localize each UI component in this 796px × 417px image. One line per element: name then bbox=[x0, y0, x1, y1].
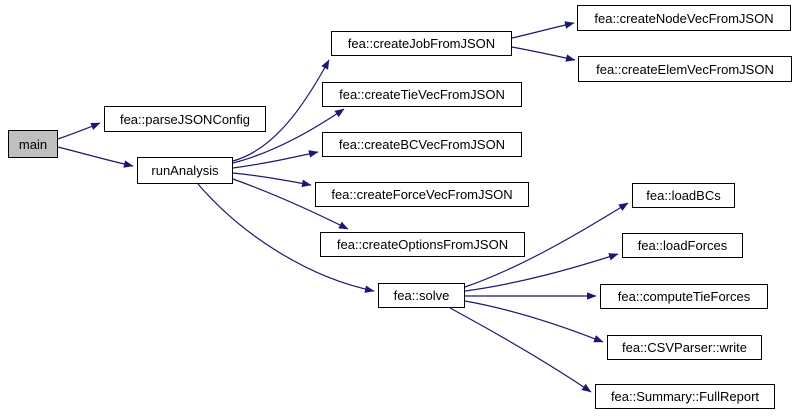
node-loadForces[interactable]: fea::loadForces bbox=[622, 233, 743, 258]
edge-runAnalysis-to-solve bbox=[197, 183, 375, 293]
node-main[interactable]: main bbox=[8, 130, 58, 158]
node-solve[interactable]: fea::solve bbox=[378, 283, 465, 308]
edge-main-to-runAnalysis bbox=[57, 146, 134, 168]
node-createElemVecFromJSON[interactable]: fea::createElemVecFromJSON bbox=[578, 56, 792, 82]
edge-solve-to-loadForces bbox=[464, 253, 619, 292]
edge-runAnalysis-to-createJobFromJSON bbox=[232, 59, 330, 162]
node-CSVParserWrite[interactable]: fea::CSVParser::write bbox=[607, 335, 762, 360]
node-SummaryFullReport[interactable]: fea::Summary::FullReport bbox=[595, 384, 775, 409]
node-createJobFromJSON[interactable]: fea::createJobFromJSON bbox=[331, 31, 512, 56]
node-computeTieForces[interactable]: fea::computeTieForces bbox=[600, 284, 768, 309]
edge-createJobFromJSON-to-createElemVecFromJSON bbox=[511, 46, 576, 62]
node-createBCVecFromJSON[interactable]: fea::createBCVecFromJSON bbox=[322, 132, 522, 157]
edge-main-to-parseJSONConfig bbox=[57, 122, 101, 140]
edge-createJobFromJSON-to-createNodeVecFromJSON bbox=[511, 21, 575, 39]
node-createForceVecFromJSON[interactable]: fea::createForceVecFromJSON bbox=[315, 182, 529, 207]
node-runAnalysis[interactable]: runAnalysis bbox=[137, 157, 233, 184]
edge-solve-to-CSVParserWrite bbox=[464, 300, 604, 343]
node-parseJSONConfig[interactable]: fea::parseJSONConfig bbox=[104, 106, 266, 132]
node-createNodeVecFromJSON[interactable]: fea::createNodeVecFromJSON bbox=[577, 5, 791, 31]
node-loadBCs[interactable]: fea::loadBCs bbox=[632, 183, 735, 208]
edge-runAnalysis-to-createForceVecFromJSON bbox=[232, 172, 312, 188]
edge-runAnalysis-to-createTieVecFromJSON bbox=[232, 108, 345, 164]
edge-solve-to-SummaryFullReport bbox=[449, 307, 592, 393]
edge-solve-to-loadBCs bbox=[464, 202, 629, 288]
edge-runAnalysis-to-createOptionsFromJSON bbox=[232, 178, 349, 230]
node-createOptionsFromJSON[interactable]: fea::createOptionsFromJSON bbox=[320, 232, 525, 257]
edge-runAnalysis-to-createBCVecFromJSON bbox=[232, 150, 319, 169]
node-createTieVecFromJSON[interactable]: fea::createTieVecFromJSON bbox=[322, 82, 522, 107]
